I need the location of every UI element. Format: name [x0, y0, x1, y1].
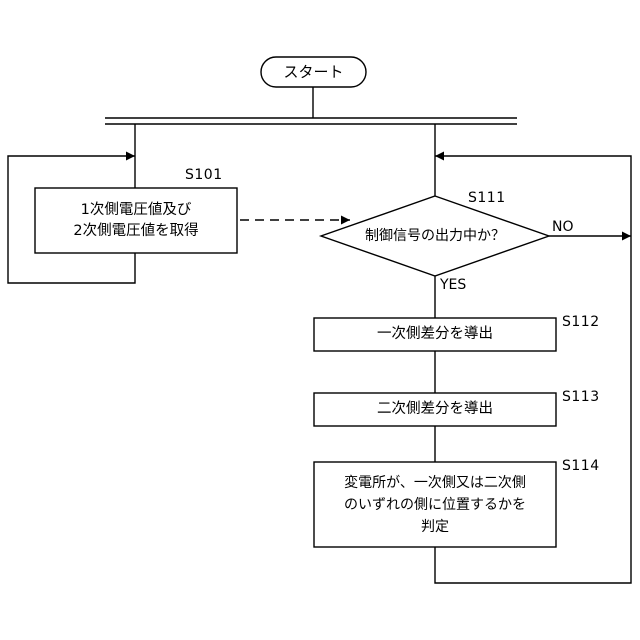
s114-step-id: S114 [562, 458, 600, 474]
s113-step-id: S113 [562, 389, 600, 405]
s111-text: 制御信号の出力中か？ [330, 226, 540, 247]
s111-yes-label: YES [440, 277, 466, 293]
s111-step-id: S111 [468, 190, 506, 206]
s112-text: 一次側差分を導出 [314, 318, 556, 351]
s101-text: 1次側電圧値及び 2次側電圧値を取得 [35, 188, 237, 253]
s114-text: 変電所が、一次側又は二次側 のいずれの側に位置するかを 判定 [314, 462, 556, 547]
s112-step-id: S112 [562, 314, 600, 330]
s113-text: 二次側差分を導出 [314, 393, 556, 426]
s111-no-label: NO [552, 219, 574, 235]
s101-step-id: S101 [185, 167, 223, 183]
start-label: スタート [261, 57, 366, 87]
